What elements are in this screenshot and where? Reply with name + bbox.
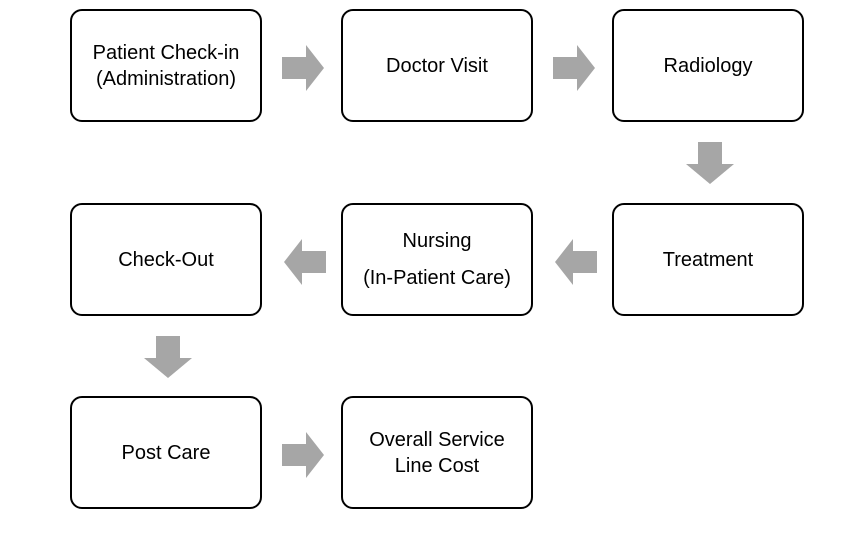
node-label-line1: Check-Out <box>118 248 214 271</box>
arrow-left-icon <box>555 239 597 285</box>
arrow-down-icon <box>686 142 734 184</box>
node-treatment: Treatment <box>612 203 804 316</box>
node-nursing: Nursing (In-Patient Care) <box>341 203 533 316</box>
arrow-down-icon <box>144 336 192 378</box>
arrow-right-icon <box>282 432 324 478</box>
node-label-line1: Post Care <box>121 441 211 464</box>
node-check-out: Check-Out <box>70 203 262 316</box>
node-label-line1: Treatment <box>662 248 754 271</box>
node-label-line1: Radiology <box>663 54 753 77</box>
node-doctor-visit: Doctor Visit <box>341 9 533 122</box>
node-label-line2: (Administration) <box>95 67 237 90</box>
node-patient-check-in: Patient Check-in (Administration) <box>70 9 262 122</box>
node-label-line1: Patient Check-in <box>92 41 240 64</box>
node-post-care: Post Care <box>70 396 262 509</box>
node-label-line2: (In-Patient Care) <box>363 267 511 289</box>
node-label-line1: Overall Service <box>369 428 505 451</box>
node-radiology: Radiology <box>612 9 804 122</box>
node-overall-service-line-cost: Overall Service Line Cost <box>341 396 533 509</box>
node-label-line1: Nursing <box>402 230 472 252</box>
node-label-line2: Line Cost <box>394 454 480 477</box>
arrow-right-icon <box>553 45 595 91</box>
arrow-left-icon <box>284 239 326 285</box>
arrow-right-icon <box>282 45 324 91</box>
node-label-line1: Doctor Visit <box>386 54 488 77</box>
